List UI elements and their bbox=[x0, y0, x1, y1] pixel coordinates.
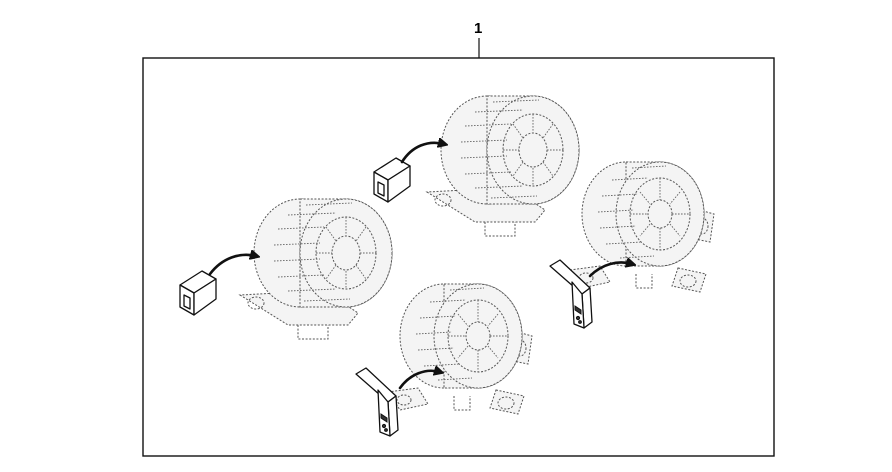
install-arrow-right bbox=[588, 263, 632, 278]
figure-frame bbox=[142, 57, 775, 457]
callout-number: 1 bbox=[474, 20, 483, 37]
assembly-bottom-center bbox=[355, 283, 533, 437]
angle-bracket-top bbox=[373, 157, 411, 203]
tapered-bracket-bottom bbox=[355, 367, 399, 437]
assembly-middle-left bbox=[179, 198, 393, 340]
assembly-top-center bbox=[373, 95, 580, 237]
alternator-housing-bottom bbox=[387, 283, 533, 415]
install-arrow-top bbox=[400, 143, 444, 164]
angle-bracket-left bbox=[179, 270, 217, 316]
alternator-housing-top bbox=[426, 95, 580, 237]
install-arrow-left bbox=[208, 255, 256, 276]
install-arrow-bottom bbox=[398, 371, 440, 390]
assembly-right bbox=[549, 161, 715, 329]
alternator-housing-right bbox=[569, 161, 715, 293]
alternator-housing-left bbox=[239, 198, 393, 340]
